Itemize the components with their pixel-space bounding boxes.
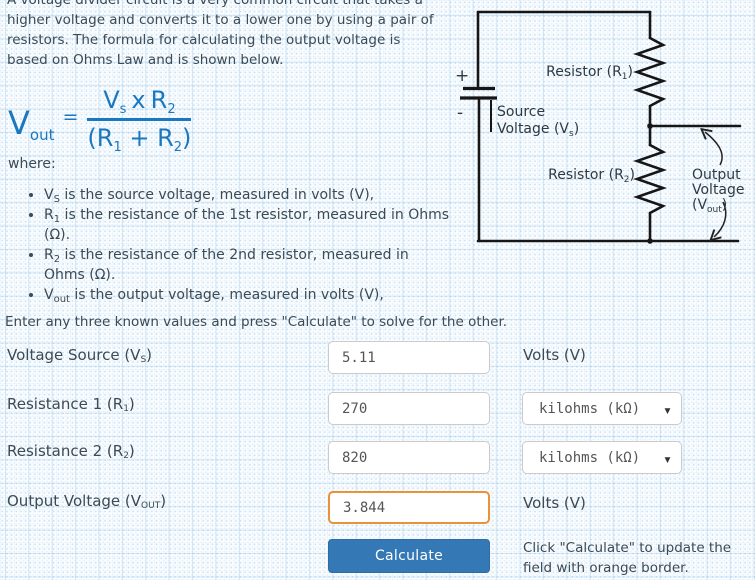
resistor-r2-symbol [633, 143, 667, 215]
intro-line: A voltage divider circuit is a very comm… [7, 0, 423, 8]
intro-line: higher voltage and converts it to a lowe… [7, 12, 434, 28]
battery-minus-label: - [457, 103, 463, 123]
resistance-2-input[interactable] [328, 441, 490, 474]
bullet-r1: R1 is the resistance of the 1st resistor… [44, 205, 470, 245]
chevron-down-icon: ▾ [662, 401, 672, 419]
output-voltage-label: Output [692, 167, 741, 183]
label-output-voltage: Output Voltage (VOUT) [7, 492, 167, 511]
label-resistance-1: Resistance 1 (R1) [7, 395, 135, 414]
voltage-source-unit: Volts (V) [523, 346, 586, 364]
variable-definitions: VS is the source voltage, measured in vo… [30, 185, 470, 305]
battery-symbol [460, 86, 497, 100]
output-voltage-input[interactable] [328, 491, 490, 524]
circuit-diagram: + - Source Voltage (Vs) Resistor (R1) Re… [455, 10, 745, 244]
chevron-down-icon: ▾ [662, 450, 672, 468]
battery-plus-label: + [455, 66, 469, 86]
intro-line: based on Ohms Law and is shown below. [7, 52, 284, 68]
calculate-note: Click "Calculate" to update the field wi… [523, 540, 732, 576]
voltage-source-input[interactable] [328, 341, 490, 374]
resistor-r1-symbol [633, 36, 667, 108]
resistor-r1-label: Resistor (R1) [546, 64, 633, 82]
label-voltage-source: Voltage Source (VS) [7, 346, 153, 365]
instruction-text: Enter any three known values and press "… [5, 314, 508, 330]
bullet-r2: R2 is the resistance of the 2nd resistor… [44, 245, 470, 285]
source-voltage-label2: Voltage (Vs) [497, 121, 579, 139]
output-arrows [705, 132, 727, 237]
intro-line: resistors. The formula for calculating t… [7, 32, 401, 48]
resistance-2-unit-select[interactable]: kilohms (kΩ)▾ [522, 441, 682, 474]
bullet-vout: Vout is the output voltage, measured in … [44, 285, 470, 305]
output-voltage-label2: Voltage [692, 182, 745, 198]
source-voltage-label: Source [497, 104, 545, 120]
where-label: where: [8, 156, 56, 172]
intro-paragraph: A voltage divider circuit is a very comm… [7, 0, 434, 70]
formula-denominator: (R1 + R2) [87, 124, 192, 155]
resistance-1-unit-select[interactable]: kilohms (kΩ)▾ [522, 392, 682, 425]
calculate-button[interactable]: Calculate [328, 539, 490, 573]
output-voltage-unit: Volts (V) [523, 494, 586, 512]
label-resistance-2: Resistance 2 (R2) [7, 442, 135, 461]
bullet-vs: VS is the source voltage, measured in vo… [44, 185, 470, 205]
resistance-1-input[interactable] [328, 392, 490, 425]
formula-equals: = [62, 106, 79, 128]
output-voltage-label3: (Vout) [692, 197, 727, 215]
junction-dot [647, 123, 653, 129]
junction-dot [647, 238, 653, 244]
formula-lhs: Vout [8, 104, 55, 144]
resistor-r2-label: Resistor (R2) [548, 167, 635, 185]
